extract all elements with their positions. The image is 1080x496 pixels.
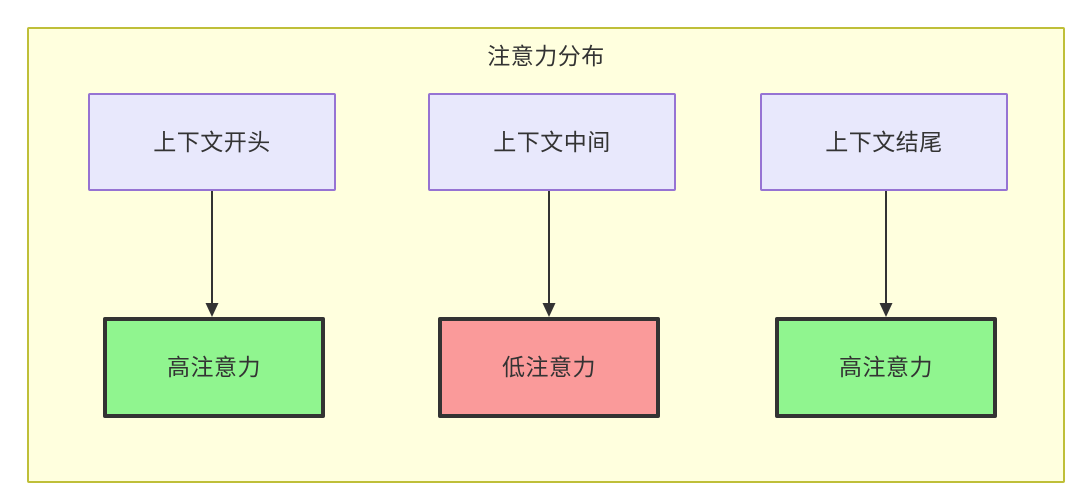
node-attention-middle-label: 低注意力 — [502, 354, 596, 380]
edge-start-to-attention — [205, 191, 219, 317]
node-context-middle-label: 上下文中间 — [493, 128, 611, 155]
node-attention-end-label: 高注意力 — [839, 354, 933, 380]
node-attention-start-label: 高注意力 — [167, 354, 261, 380]
node-context-end[interactable]: 上下文结尾 — [760, 93, 1008, 191]
node-attention-middle[interactable]: 低注意力 — [438, 317, 660, 418]
node-attention-end[interactable]: 高注意力 — [775, 317, 997, 418]
node-context-end-label: 上下文结尾 — [825, 128, 943, 155]
node-attention-start[interactable]: 高注意力 — [103, 317, 325, 418]
edge-middle-to-attention — [542, 191, 556, 317]
node-context-middle[interactable]: 上下文中间 — [428, 93, 676, 191]
subgraph-title: 注意力分布 — [487, 43, 605, 69]
edge-end-to-attention — [879, 191, 893, 317]
node-context-start-label: 上下文开头 — [153, 128, 271, 155]
node-context-start[interactable]: 上下文开头 — [88, 93, 336, 191]
